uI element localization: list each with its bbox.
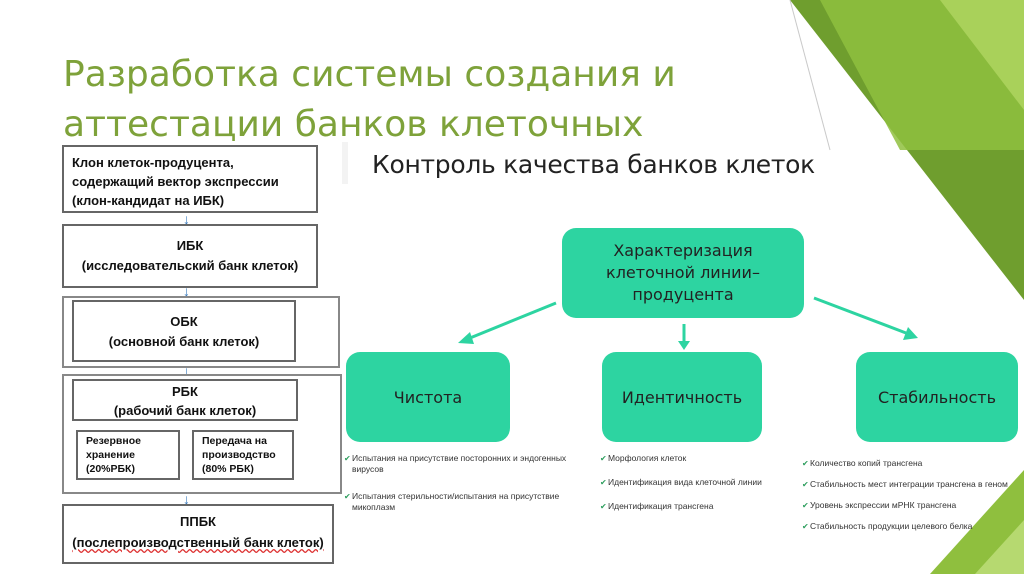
purity-box: Чистота — [346, 352, 510, 442]
identity-tests-list: ✔Морфология клеток ✔Идентификация вида к… — [600, 453, 780, 525]
check-icon: ✔ — [600, 502, 607, 511]
stability-box: Стабильность — [856, 352, 1018, 442]
check-icon: ✔ — [802, 522, 809, 531]
arrow-to-purity — [469, 301, 557, 340]
flow-arrow-2: ↓ — [183, 283, 190, 299]
deco-triangle-mid — [820, 0, 1024, 150]
list-item: ✔Испытания стерильности/испытания на при… — [344, 491, 560, 512]
characterization-box: Характеризация клеточной линии– продуцен… — [562, 228, 804, 318]
arrowhead-purity — [458, 332, 474, 344]
check-icon: ✔ — [600, 454, 607, 463]
list-item: ✔Идентификация трансгена — [600, 501, 714, 511]
flow-arrow-3: ↓ — [183, 363, 190, 379]
list-item: ✔Количество копий трансгена — [802, 458, 923, 468]
clone-candidate-box: Клон клеток-продуцента, содержащий векто… — [62, 145, 318, 213]
check-icon: ✔ — [802, 501, 809, 510]
list-item: ✔Идентификация вида клеточной линии — [600, 477, 762, 487]
deco-triangle-light — [940, 0, 1024, 110]
deco-line — [789, 0, 831, 151]
flow-arrow-1: ↓ — [183, 211, 190, 227]
obk-box: ОБК (основной банк клеток) — [72, 300, 296, 362]
list-item: ✔Уровень экспрессии мРНК трансгена — [802, 500, 957, 510]
title-line-1: Разработка системы создания и — [63, 54, 676, 95]
list-item: ✔Морфология клеток — [600, 453, 687, 463]
arrow-to-stability — [813, 296, 907, 335]
check-icon: ✔ — [344, 492, 351, 501]
flow-arrow-4: ↓ — [183, 491, 190, 507]
arrowhead-stability — [903, 327, 918, 340]
rbk-box: РБК (рабочий банк клеток) — [72, 379, 298, 421]
check-icon: ✔ — [600, 478, 607, 487]
purity-tests-list: ✔Испытания на присутствие посторонних и … — [344, 453, 584, 521]
ibk-box: ИБК (исследовательский банк клеток) — [62, 224, 318, 288]
production-transfer-box: Передача на производство (80% РБК) — [192, 430, 294, 480]
identity-box: Идентичность — [602, 352, 762, 442]
list-item: ✔Стабильность продукции целевого белка — [802, 521, 973, 531]
ppbk-box: ППБК (послепроизводственный банк клеток) — [62, 504, 334, 564]
diagram-subtitle: Контроль качества банков клеток — [372, 150, 815, 179]
arrowhead-identity — [678, 341, 690, 350]
list-item: ✔Испытания на присутствие посторонних и … — [344, 453, 567, 474]
list-item: ✔Стабильность мест интеграции трансгена … — [802, 479, 1008, 489]
check-icon: ✔ — [344, 454, 351, 463]
check-icon: ✔ — [802, 480, 809, 489]
deco-triangle-dark — [790, 0, 1024, 300]
stability-tests-list: ✔Количество копий трансгена ✔Стабильност… — [802, 458, 1016, 542]
check-icon: ✔ — [802, 459, 809, 468]
reserve-storage-box: Резервное хранение (20%РБК) — [76, 430, 180, 480]
